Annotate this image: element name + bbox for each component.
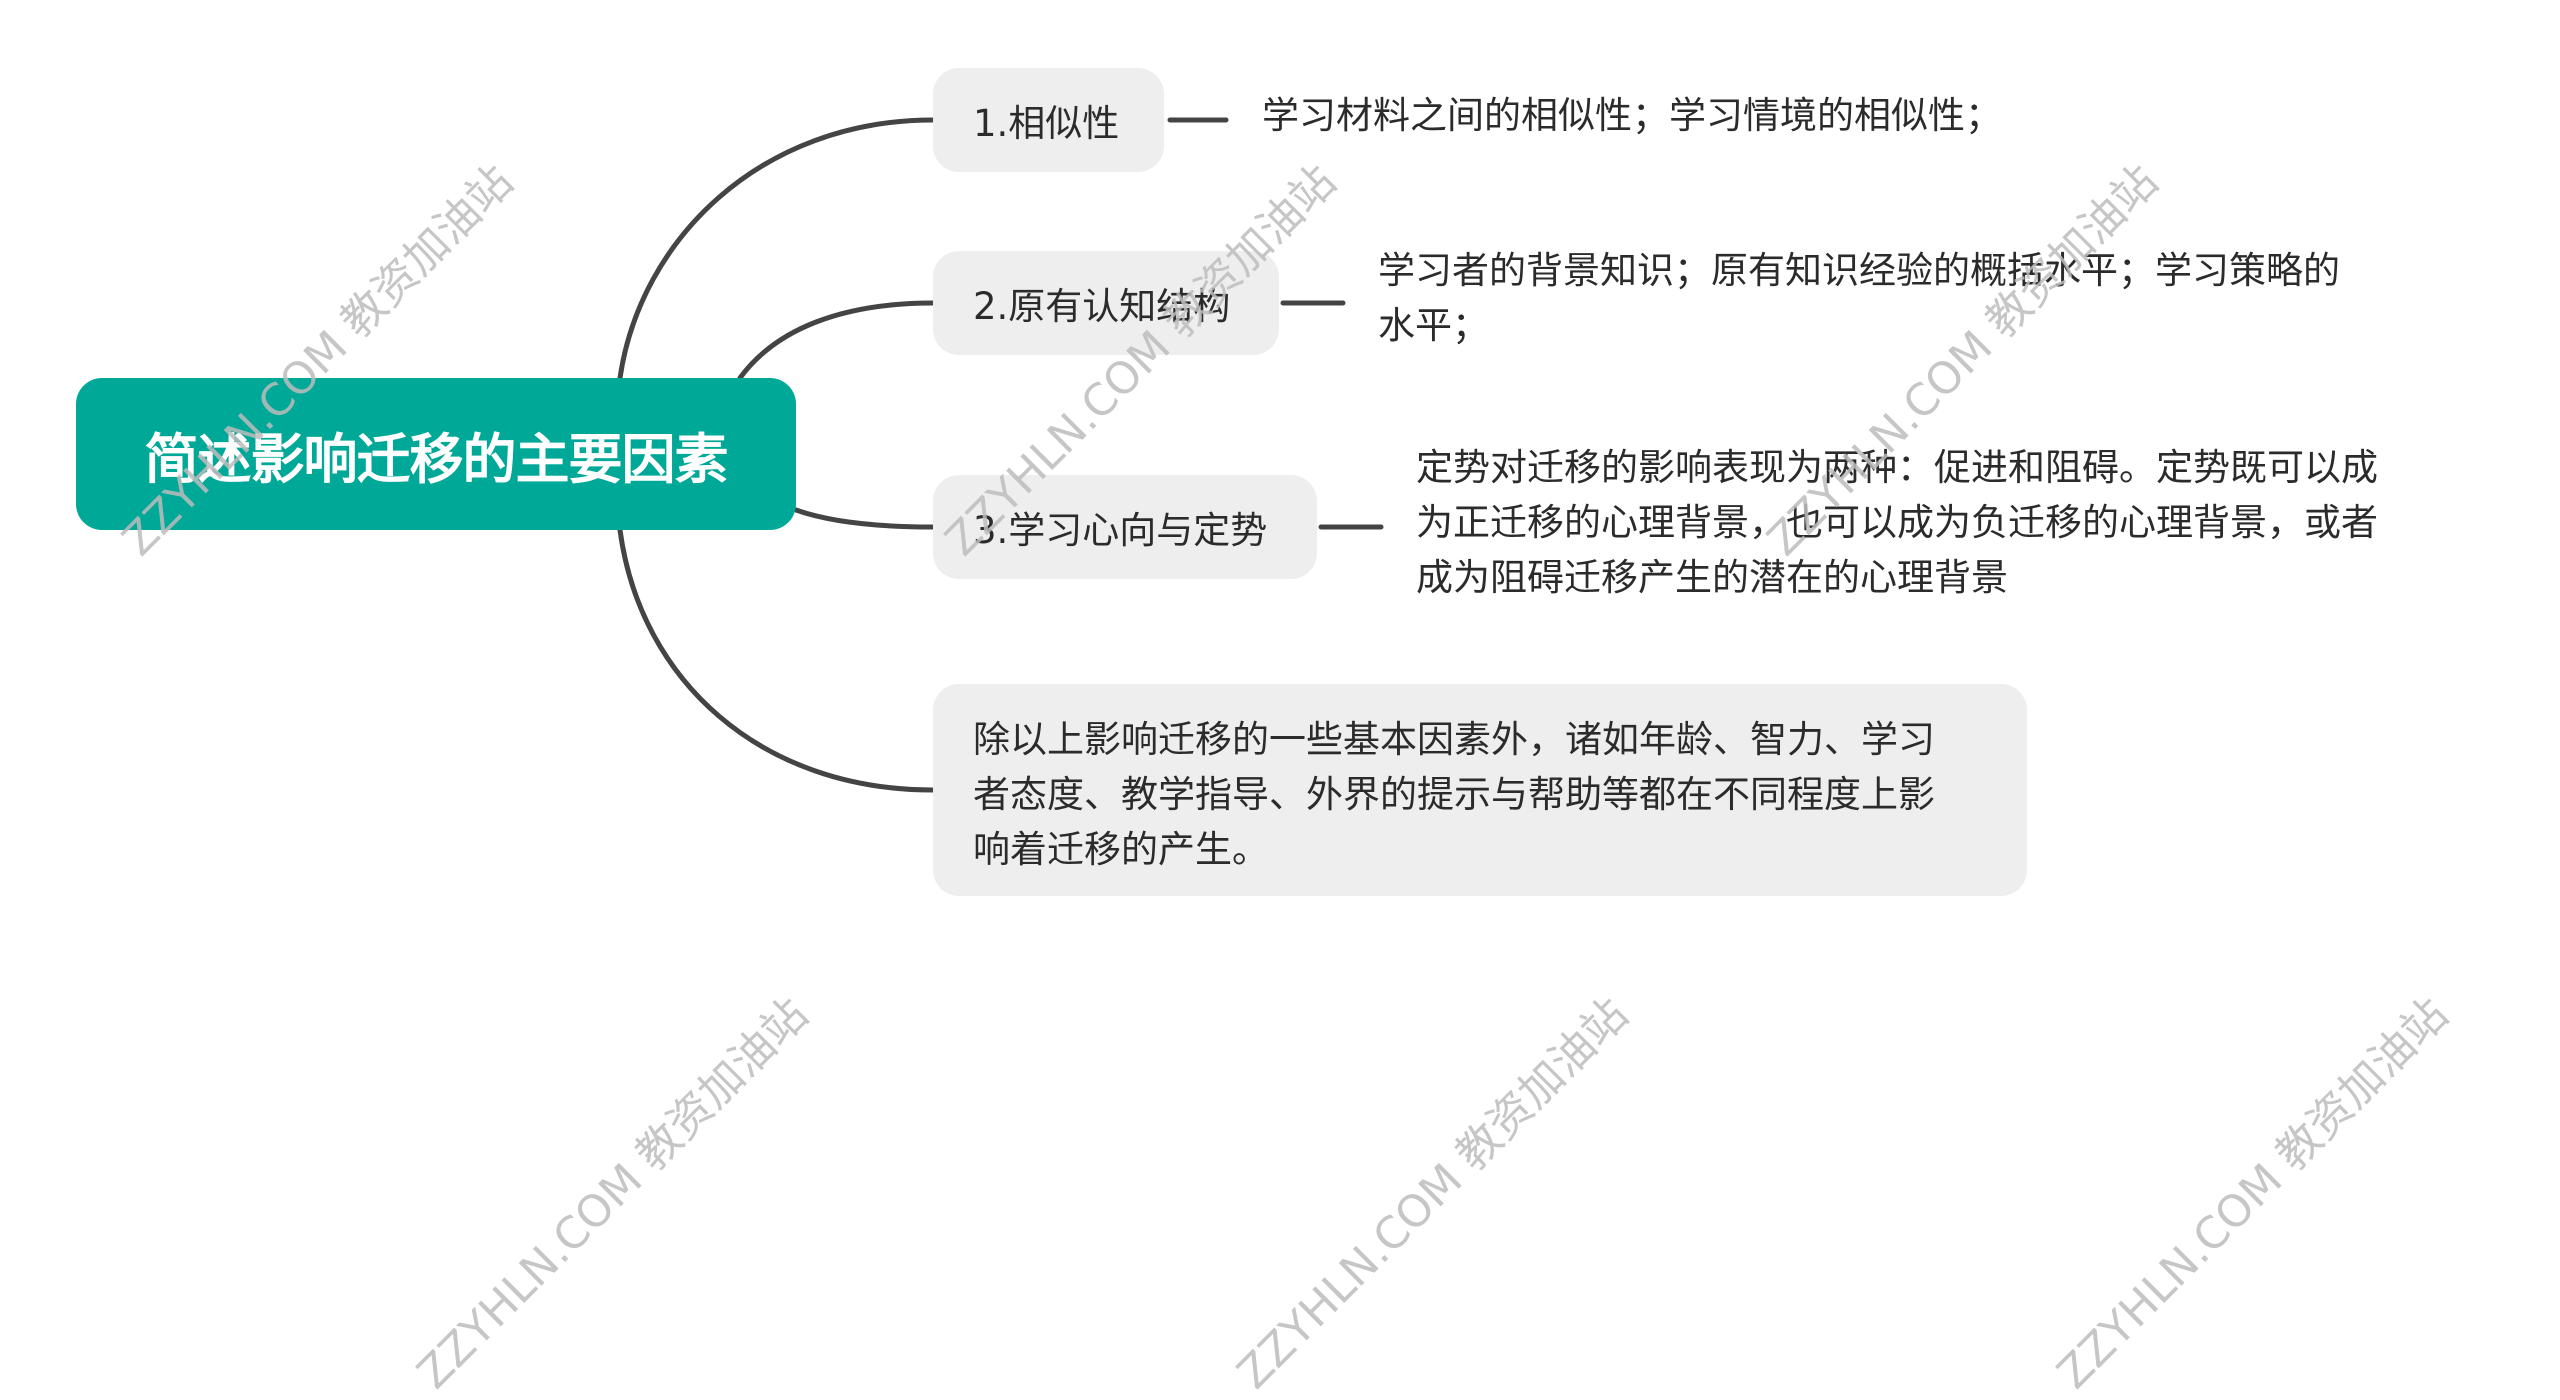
branch-node-cognitive-structure[interactable]: 2.原有认知结构	[933, 251, 1279, 355]
branch-label: 3.学习心向与定势	[973, 509, 1268, 552]
branch-label: 2.原有认知结构	[973, 285, 1231, 328]
detail-similarity: 学习材料之间的相似性；学习情境的相似性；	[1262, 94, 2002, 137]
root-topic[interactable]: 简述影响迁移的主要因素	[76, 378, 796, 530]
watermark: ZZYHLN.COM 教资加油站	[1227, 988, 1638, 1399]
connector-root-branch-3	[793, 507, 936, 530]
watermark: ZZYHLN.COM 教资加油站	[407, 988, 818, 1399]
detail-cognitive-structure: 学习者的背景知识；原有知识经验的概括水平；学习策略的 水平；	[1378, 249, 2340, 347]
watermark: ZZYHLN.COM 教资加油站	[2047, 988, 2458, 1399]
branch-node-other-factors[interactable]: 除以上影响迁移的一些基本因素外，诸如年龄、智力、学习 者态度、教学指导、外界的提…	[933, 684, 2027, 896]
connector-root-branch-2	[737, 300, 936, 381]
root-topic-label: 简述影响迁移的主要因素	[144, 427, 729, 491]
mind-map: 简述影响迁移的主要因素 1.相似性 学习材料之间的相似性；学习情境的相似性； 2…	[76, 68, 2458, 1399]
branch-label: 除以上影响迁移的一些基本因素外，诸如年龄、智力、学习 者态度、教学指导、外界的提…	[973, 718, 1935, 871]
detail-mental-set: 定势对迁移的影响表现为两种：促进和阻碍。定势既可以成 为正迁移的心理背景，也可以…	[1416, 446, 2378, 599]
branch-node-similarity[interactable]: 1.相似性	[933, 68, 1164, 172]
branch-label: 1.相似性	[973, 102, 1120, 145]
connector-root-branch-1	[617, 117, 936, 381]
branch-node-mental-set[interactable]: 3.学习心向与定势	[933, 475, 1317, 579]
connector-root-branch-4	[617, 527, 936, 793]
connector-lines	[617, 117, 1384, 793]
